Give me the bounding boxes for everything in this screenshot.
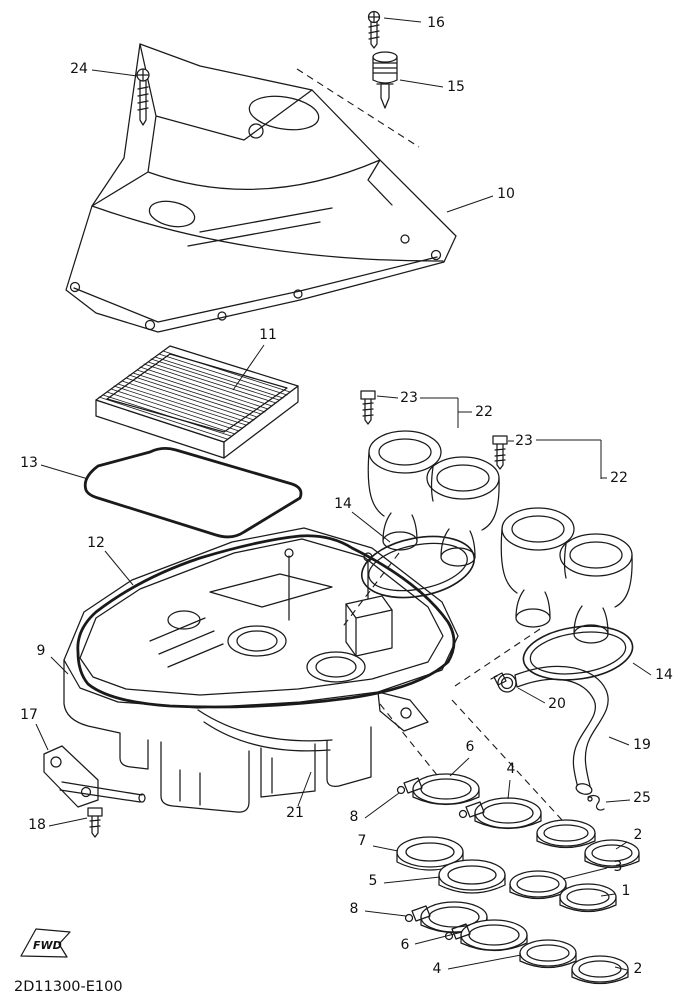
- callout-10: 10: [497, 186, 515, 202]
- hose-clamp-20: [490, 672, 517, 693]
- clamp-4a: [458, 797, 542, 830]
- construction-line-top: [296, 68, 420, 148]
- callout-2a: 2: [634, 827, 643, 843]
- valve-sensor-15: [372, 51, 398, 109]
- callout-22b: 22: [610, 470, 628, 486]
- duct-seal-14b: [522, 625, 634, 681]
- ring-3b: [509, 870, 567, 900]
- callout-7: 7: [358, 833, 367, 849]
- ring-2a: [584, 839, 640, 869]
- fwd-label: FWD: [33, 939, 62, 952]
- callout-25: 25: [633, 790, 651, 806]
- clamp-6b: [444, 919, 528, 952]
- callout-14a: 14: [334, 496, 352, 512]
- callout-18: 18: [28, 817, 46, 833]
- callout-23a: 23: [400, 390, 418, 406]
- ring-2b: [571, 955, 629, 985]
- callout-14b: 14: [655, 667, 673, 683]
- screw-24: [136, 68, 150, 126]
- hose-clip-25: [587, 794, 605, 811]
- ring-4b: [519, 939, 577, 969]
- callout-5: 5: [369, 873, 378, 889]
- screw-16: [367, 10, 381, 49]
- callout-labels: 16 24 15 10 11 23 22 23 22 13 14 12 9 14…: [20, 15, 673, 977]
- callout-17: 17: [20, 707, 38, 723]
- duct-seal-14a: [360, 535, 476, 599]
- bolt-18: [87, 807, 103, 838]
- callout-6a: 6: [466, 739, 475, 755]
- callout-19: 19: [633, 737, 651, 753]
- air-cleaner-cover-part10: [65, 43, 457, 333]
- bolt-23b: [492, 435, 508, 470]
- callout-24: 24: [70, 61, 88, 77]
- air-filter-element-11: [95, 345, 299, 459]
- callout-12: 12: [87, 535, 105, 551]
- bracket-17: [43, 745, 146, 808]
- clamp-6a: [396, 773, 480, 806]
- callout-6b: 6: [401, 937, 410, 953]
- diagram-code: 2D11300-E100: [14, 979, 123, 995]
- ring-1: [559, 883, 617, 913]
- ring-3: [536, 819, 596, 849]
- callout-13: 13: [20, 455, 38, 471]
- intake-duct-assembly-22b: [500, 507, 633, 644]
- callout-11: 11: [259, 327, 277, 343]
- callout-20: 20: [548, 696, 566, 712]
- callout-8a: 8: [350, 809, 359, 825]
- bolt-23a: [360, 390, 376, 425]
- case-gasket-12: [76, 534, 456, 709]
- callout-2b: 2: [634, 961, 643, 977]
- filter-seal-13: [83, 447, 303, 539]
- callout-8b: 8: [350, 901, 359, 917]
- callout-22a: 22: [475, 404, 493, 420]
- fwd-marker: FWD: [20, 928, 71, 958]
- callout-16: 16: [427, 15, 445, 31]
- callout-3: 3: [614, 859, 623, 875]
- callout-23b: 23: [515, 433, 533, 449]
- carb-joint-cluster: [396, 773, 640, 985]
- air-cleaner-case-9: [63, 527, 459, 813]
- callout-leader-lines: [35, 17, 652, 971]
- callout-21: 21: [286, 805, 304, 821]
- callout-4a: 4: [507, 761, 516, 777]
- joint-5: [438, 859, 506, 894]
- callout-1: 1: [622, 883, 631, 899]
- callout-15: 15: [447, 79, 465, 95]
- breather-hose-19: [514, 665, 609, 795]
- callout-9: 9: [37, 643, 46, 659]
- callout-4b: 4: [433, 961, 442, 977]
- construction-lines-mid: [340, 552, 563, 821]
